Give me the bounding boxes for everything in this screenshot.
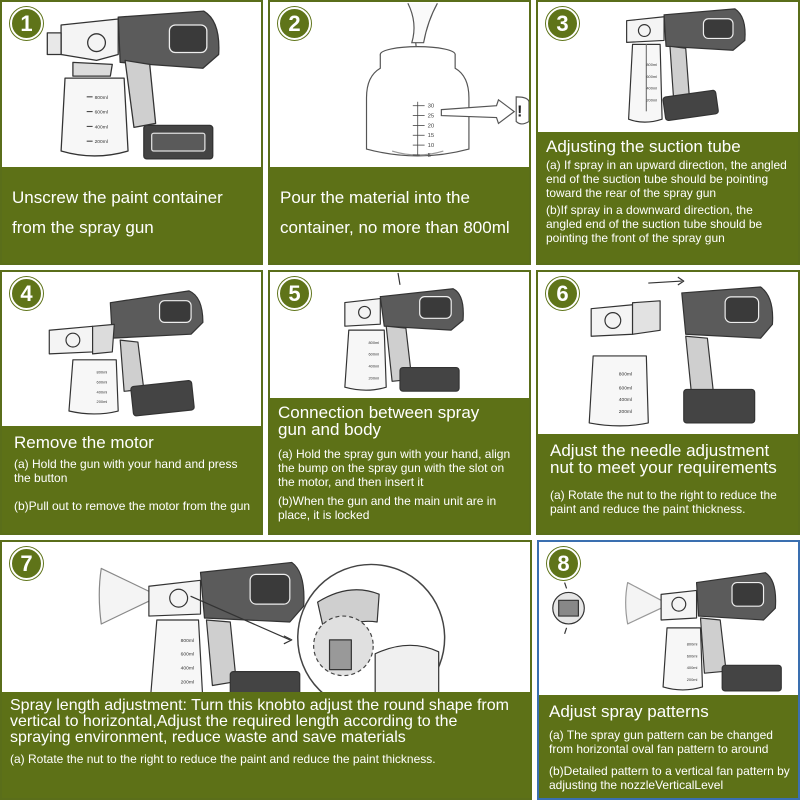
step-heading: Adjust the needle adjustment nut to meet… <box>550 441 777 477</box>
step-heading: Connection between spray gun and body <box>278 403 480 439</box>
step-text: Pour the material into the container, no… <box>280 188 510 237</box>
svg-text:400ml: 400ml <box>619 397 632 403</box>
svg-text:200ml: 200ml <box>619 409 632 415</box>
step-heading: Remove the motor <box>14 433 154 452</box>
remove-motor-illustration: 800ml 600ml 400ml 200ml <box>2 272 261 422</box>
step-4-panel: 800ml 600ml 400ml 200ml 4 Remove the motor… <box>0 270 263 535</box>
scale-mark: 20 <box>428 123 435 129</box>
step-note-a: (a) Hold the spray gun with your hand, a… <box>278 447 511 489</box>
step-caption: Unscrew the paint container from the spr… <box>2 167 261 263</box>
svg-text:200ml: 200ml <box>687 677 698 682</box>
step-number-badge: 5 <box>278 277 311 310</box>
spray-length-illustration: 800ml 600ml 400ml 200ml <box>2 542 530 702</box>
step-caption: Pour the material into the container, no… <box>270 167 529 263</box>
step-number-badge: 6 <box>546 277 579 310</box>
connect-gun-illustration: 800ml 600ml 400ml 200ml <box>270 272 529 402</box>
scale-mark: 25 <box>428 114 435 120</box>
step-heading: Spray length adjustment: Turn this knobt… <box>10 697 509 746</box>
svg-text:400ml: 400ml <box>687 665 698 670</box>
svg-text:800ml: 800ml <box>97 370 108 375</box>
svg-text:400ml: 400ml <box>368 364 379 369</box>
svg-text:600ml: 600ml <box>368 352 379 357</box>
step-2-panel: ! 30 25 20 15 10 5 2 Pour the material i… <box>268 0 531 265</box>
step-note-a: (a) Hold the gun with your hand and pres… <box>14 457 238 485</box>
step-number-badge: 1 <box>10 7 43 40</box>
scale-mark: 5 <box>428 153 432 159</box>
suction-tube-illustration: 800ml 600ml 400ml 200ml <box>538 2 798 132</box>
scale-mark: 15 <box>428 133 435 139</box>
step-6-panel: 800ml 600ml 400ml 200ml 6 Adjust the needl… <box>536 270 800 535</box>
step-caption: Adjust spray patterns (a) The spray gun … <box>539 695 798 798</box>
svg-text:800ml: 800ml <box>687 642 698 647</box>
step-note-a: (a) If spray in an upward direction, the… <box>546 158 787 200</box>
step-7-panel: 800ml 600ml 400ml 200ml 7 Spray length adj… <box>0 540 532 800</box>
svg-text:200ml: 200ml <box>646 97 657 102</box>
svg-text:600ml: 600ml <box>687 653 698 658</box>
spray-pattern-illustration: 800ml 600ml 400ml 200ml <box>539 542 798 697</box>
svg-text:800ml: 800ml <box>646 62 657 67</box>
svg-text:400ml: 400ml <box>646 86 657 91</box>
step-number-badge: 4 <box>10 277 43 310</box>
step-note-a: (a) Rotate the nut to the right to reduc… <box>550 488 777 516</box>
container-mark: 600ml <box>95 110 108 116</box>
svg-text:200ml: 200ml <box>97 399 108 404</box>
scale-mark: 30 <box>428 104 435 110</box>
step-note-b: (b)When the gun and the main unit are in… <box>278 494 497 522</box>
step-caption: Adjust the needle adjustment nut to meet… <box>538 434 798 533</box>
step-note-b: (b)If spray in a downward direction, the… <box>546 203 763 245</box>
step-caption: Spray length adjustment: Turn this knobt… <box>2 692 530 798</box>
step-note-b: (b)Pull out to remove the motor from the… <box>14 499 251 513</box>
svg-text:600ml: 600ml <box>619 385 632 391</box>
step-number-badge: 8 <box>547 547 580 580</box>
step-caption: Connection between spray gun and body (a… <box>270 398 529 533</box>
svg-text:400ml: 400ml <box>181 666 195 672</box>
container-mark: 800ml <box>95 95 108 101</box>
spray-gun-illustration: 800ml 600ml 400ml 200ml <box>2 2 261 172</box>
svg-text:800ml: 800ml <box>181 638 195 644</box>
svg-text:400ml: 400ml <box>97 389 108 394</box>
container-mark: 200ml <box>95 139 108 145</box>
svg-text:800ml: 800ml <box>368 340 379 345</box>
exclamation-icon: ! <box>517 104 522 121</box>
svg-text:200ml: 200ml <box>368 375 379 380</box>
scale-mark: 10 <box>428 143 435 149</box>
step-caption: Adjusting the suction tube (a) If spray … <box>538 132 798 263</box>
step-3-panel: 800ml 600ml 400ml 200ml 3 Adjusting the su… <box>536 0 800 265</box>
needle-nut-illustration: 800ml 600ml 400ml 200ml <box>538 272 798 432</box>
step-number-badge: 2 <box>278 7 311 40</box>
svg-text:600ml: 600ml <box>181 652 195 658</box>
step-heading: Adjusting the suction tube <box>546 137 741 156</box>
step-text: Unscrew the paint container from the spr… <box>12 188 223 237</box>
svg-text:600ml: 600ml <box>97 379 108 384</box>
step-number-badge: 3 <box>546 7 579 40</box>
step-5-panel: 800ml 600ml 400ml 200ml 5 Connection betwe… <box>268 270 531 535</box>
step-note-b: (b)Detailed pattern to a vertical fan pa… <box>549 764 790 792</box>
step-caption: Remove the motor (a) Hold the gun with y… <box>2 426 261 533</box>
svg-text:600ml: 600ml <box>646 74 657 79</box>
step-1-panel: 800ml 600ml 400ml 200ml 1 Unscrew the pa… <box>0 0 263 265</box>
step-8-panel: 800ml 600ml 400ml 200ml 8 Adjust spray pat… <box>537 540 800 800</box>
step-heading: Adjust spray patterns <box>549 702 709 721</box>
step-note-a: (a) The spray gun pattern can be changed… <box>549 728 773 756</box>
svg-text:800ml: 800ml <box>619 372 632 378</box>
container-mark: 400ml <box>95 124 108 130</box>
step-note-a: (a) Rotate the nut to the right to reduc… <box>10 752 436 766</box>
svg-text:200ml: 200ml <box>181 680 195 686</box>
pouring-illustration: ! 30 25 20 15 10 5 <box>270 2 529 172</box>
step-number-badge: 7 <box>10 547 43 580</box>
